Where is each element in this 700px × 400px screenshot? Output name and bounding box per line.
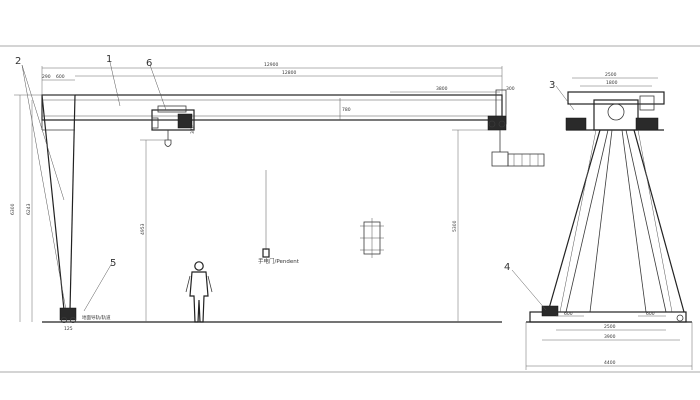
side-motor-box [639,95,655,111]
hoist-trolley-frame [157,105,187,113]
figure-body [189,271,209,323]
dim-base-ref: 125 [64,326,73,332]
dim-side-base-inner: 2500 [604,324,616,330]
side-view: 2500 1800 600 600 2500 [511,72,693,370]
dim-right-gap: 3800 [436,86,448,92]
side-hoist-drum [607,103,625,121]
dim-beam-height: 780 [342,107,351,113]
right-end-trolley [487,115,507,131]
hoist-drum-end [151,117,159,129]
callout-2-leader-b [21,64,67,311]
hoist-trolley: 370 [151,105,196,147]
callout-1-leader [109,61,121,107]
figure-head [194,261,204,271]
dim-height-total: 6300 [10,203,16,215]
side-leg-outer-left [547,129,601,313]
side-end-carriage-left [565,117,587,131]
side-base-wheel-left [541,305,559,317]
dim-top-left-a: 290 [42,74,51,80]
figure-left-arm [185,275,191,293]
dim-height-inner: 6243 [26,203,32,215]
left-leg-strut-outer [41,94,65,311]
callout-2-leader [21,64,65,201]
side-leg-outer-right [633,129,685,313]
side-head-beam [567,91,665,105]
human-figure [185,261,213,323]
front-view: 12900 12800 290 600 3800 300 780 6300 62… [10,61,545,332]
dim-right-end: 300 [506,86,515,92]
callout-6: 6 [146,58,152,69]
right-trolley-wheel-b [498,120,506,128]
dim-side-base-outer: 3900 [604,334,616,340]
callout-5-leader [83,262,113,312]
right-trolley-wheel-a [488,120,496,128]
dim-lift-height: 4953 [140,223,146,235]
callout-1: 1 [106,54,112,65]
callout-4-leader [511,269,547,311]
dim-side-top-inner: 1800 [606,80,618,86]
callout-6-leader [149,64,167,111]
callout-4: 4 [504,262,510,273]
side-end-carriage-right [635,117,659,131]
dim-hook-drop: 370 [190,125,196,134]
callout-3: 3 [549,80,555,91]
detail-view [360,218,384,258]
pendant-control-icon [262,248,270,258]
left-leg-strut-inner [69,94,76,311]
left-end-carriage [59,307,77,321]
side-rope-2 [637,129,673,313]
right-hook-block [491,151,509,167]
dim-side-base-b: 600 [646,311,655,317]
dim-side-base-total: 4400 [604,360,616,366]
side-rope-1 [559,129,597,313]
pendant-label: 手电门/Pendent [258,257,300,265]
dim-right-leg-height: 5300 [452,220,458,232]
right-lifting-beam [507,153,545,167]
side-leg-inner-right [625,129,667,313]
dim-span-inner: 12800 [282,70,296,76]
side-brace-left [589,129,613,313]
callout-2: 2 [15,56,21,67]
dim-top-left-b: 600 [56,74,65,80]
hook-icon [164,139,172,147]
side-brace-right [621,129,647,313]
side-base-wheel-right [676,314,684,322]
callout-5: 5 [110,258,116,269]
side-leg-inner-left [565,129,609,313]
dim-side-top: 2500 [605,72,617,78]
ground-track-label: 地面导轨/轨道 [82,314,111,321]
callout-3-leader [555,85,575,111]
figure-right-arm [207,275,213,293]
dim-side-base-a: 600 [564,311,573,317]
hoist-motor [177,113,193,129]
dim-span-total: 12900 [264,62,278,68]
